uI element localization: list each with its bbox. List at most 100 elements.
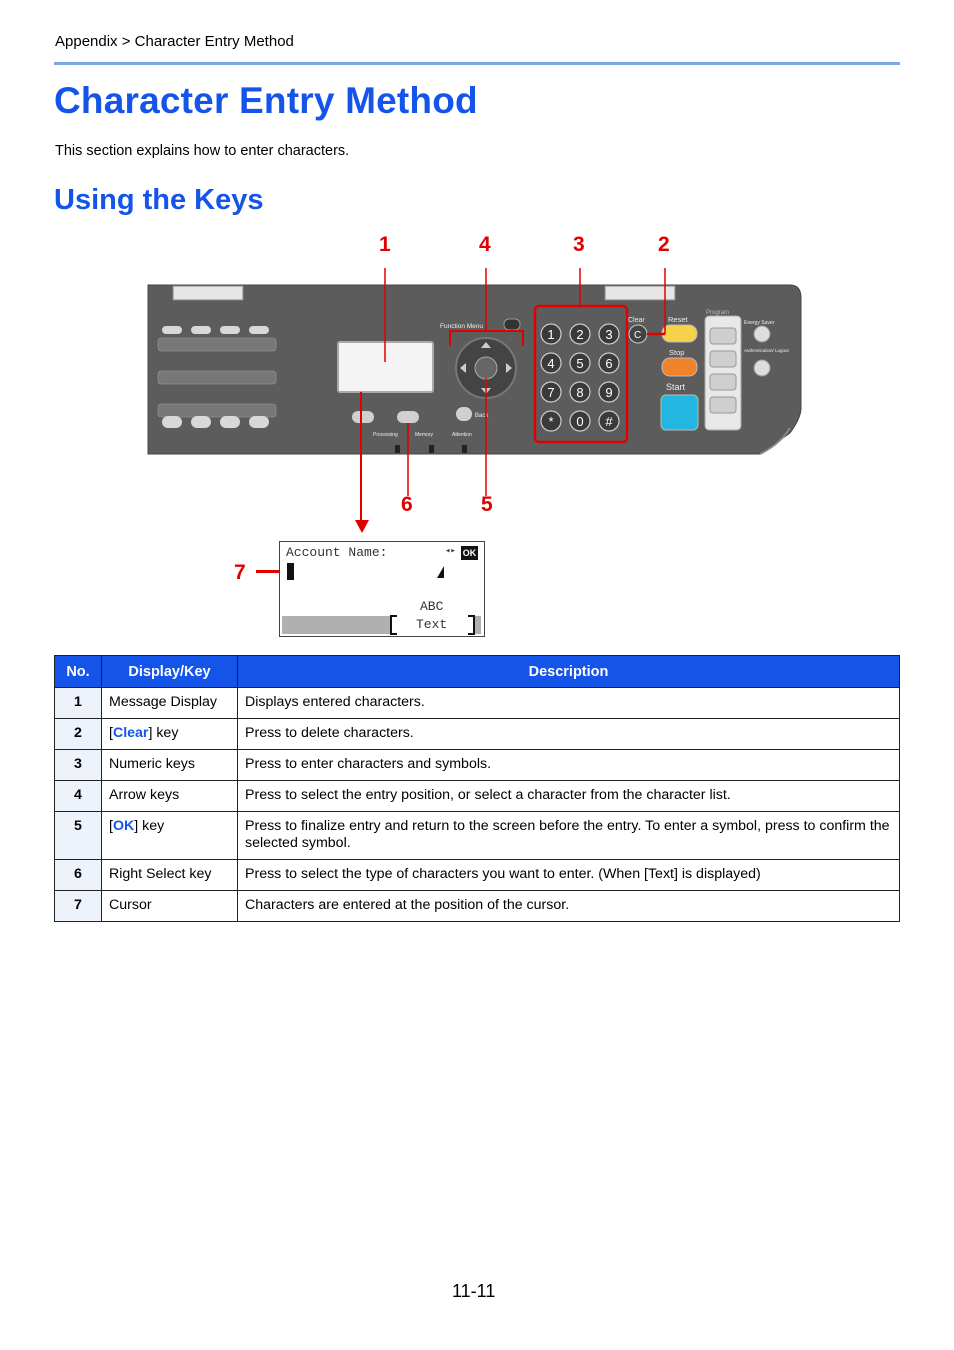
keypad-key-label: 6	[605, 356, 612, 371]
row-key-text: Cursor	[109, 897, 152, 913]
row-description: Press to delete characters.	[237, 718, 900, 750]
table-row: 7 Cursor Characters are entered at the pos…	[54, 890, 900, 922]
table-row: 4 Arrow keys Press to select the entry pos…	[54, 780, 900, 812]
column-header-key: Display/Key	[101, 655, 238, 688]
row-key-suffix: ] key	[148, 725, 179, 741]
reset-label: Reset	[668, 315, 689, 324]
back-label: Back	[475, 413, 489, 419]
keypad-key	[540, 352, 562, 374]
function-menu-label: Function Menu	[440, 323, 483, 330]
row-key: [OK] key	[101, 811, 238, 860]
lcd-arrows-icon: ◂▸	[445, 546, 456, 556]
keypad-key-label: 4	[547, 356, 554, 371]
message-display-screen: Account Name: ◂▸ OK ABC Text	[279, 541, 485, 637]
intro-text: This section explains how to enter chara…	[55, 143, 350, 159]
row-key-text: Arrow keys	[109, 787, 180, 803]
keypad-key	[598, 323, 620, 345]
row-key: Cursor	[101, 890, 238, 922]
row-number: 4	[54, 780, 102, 812]
row-key-text: Right Select key	[109, 866, 212, 882]
row-description: Press to finalize entry and return to th…	[237, 811, 900, 860]
callout-2: 2	[658, 233, 670, 256]
callout-7: 7	[234, 561, 246, 584]
keypad-key-label: #	[605, 414, 613, 429]
lcd-input-mode: ABC	[420, 599, 444, 614]
row-description: Characters are entered at the position o…	[237, 890, 900, 922]
row-number: 3	[54, 749, 102, 781]
cursor-leader-line	[256, 570, 280, 573]
callout-4: 4	[479, 233, 491, 256]
memory-label: Memory	[415, 432, 434, 438]
row-description: Press to select the type of characters y…	[237, 859, 900, 891]
keypad-key	[569, 381, 591, 403]
keypad-key	[569, 323, 591, 345]
processing-label: Processing	[373, 432, 398, 438]
attention-label: Attention	[452, 432, 472, 438]
row-key-name: Clear	[112, 725, 149, 741]
keypad-key-label: 8	[576, 385, 583, 400]
row-key: [Clear] key	[101, 718, 238, 750]
row-number: 5	[54, 811, 102, 860]
keypad-key	[598, 410, 620, 432]
start-label: Start	[666, 382, 686, 392]
clear-label: Clear	[628, 317, 645, 324]
row-key-suffix: ] key	[134, 818, 165, 834]
row-key-text: [	[109, 725, 113, 741]
row-number: 6	[54, 859, 102, 891]
keypad-key-label: 5	[576, 356, 583, 371]
lcd-bracket-left	[390, 615, 397, 635]
keypad-key-label: 9	[605, 385, 612, 400]
callout-1: 1	[379, 233, 391, 256]
row-number: 1	[54, 687, 102, 719]
row-key: Arrow keys	[101, 780, 238, 812]
keypad-key	[598, 381, 620, 403]
row-number: 7	[54, 890, 102, 922]
lcd-softkey-bar	[282, 616, 390, 634]
page-number: 11-11	[452, 1281, 496, 1301]
row-description: Press to select the entry position, or s…	[237, 780, 900, 812]
table-row: 3 Numeric keys Press to enter characters a…	[54, 749, 900, 781]
keypad-key	[598, 352, 620, 374]
row-key-text: Message Display	[109, 694, 218, 710]
down-arrow-icon	[355, 520, 369, 533]
row-key-text: Numeric keys	[109, 756, 195, 772]
lcd-softkey-text: Text	[416, 617, 448, 632]
callout-5: 5	[481, 493, 493, 516]
row-key-text: [	[109, 818, 113, 834]
energy-saver-label: Energy Saver	[744, 320, 775, 326]
stop-label: Stop	[669, 348, 684, 357]
column-header-no: No.	[54, 655, 102, 688]
svg-text:C: C	[634, 330, 641, 341]
keypad-key	[540, 323, 562, 345]
keypad-key	[540, 410, 562, 432]
keypad-key-label: 3	[605, 327, 612, 342]
lcd-softkey-bar-right	[475, 616, 481, 634]
table-row: 6 Right Select key Press to select the typ…	[54, 859, 900, 891]
callout-6: 6	[401, 493, 413, 516]
row-key: Message Display	[101, 687, 238, 719]
keypad-key	[540, 381, 562, 403]
row-key-name: OK	[112, 818, 135, 834]
row-description: Displays entered characters.	[237, 687, 900, 719]
keypad-key	[569, 352, 591, 374]
callout-3: 3	[573, 233, 585, 256]
keypad-key	[569, 410, 591, 432]
breadcrumb: Appendix > Character Entry Method	[55, 33, 294, 50]
lcd-account-name: Account Name:	[286, 545, 388, 560]
keypad-key-label: 0	[576, 414, 583, 429]
lcd-signal-icon	[437, 566, 444, 578]
lcd-cursor	[287, 563, 294, 580]
keypad-key-label: 7	[547, 385, 554, 400]
auth-logout-label: Authentication/ Logout	[744, 348, 790, 353]
row-description: Press to enter characters and symbols.	[237, 749, 900, 781]
row-number: 2	[54, 718, 102, 750]
operation-panel-illustration: Back Function Menu Processing Memory Att…	[147, 268, 802, 528]
page-title: Character Entry Method	[54, 80, 478, 121]
section-heading: Using the Keys	[54, 184, 264, 216]
table-row: 1 Message Display Displays entered charact…	[54, 687, 900, 719]
keypad-key-label: *	[548, 414, 553, 429]
